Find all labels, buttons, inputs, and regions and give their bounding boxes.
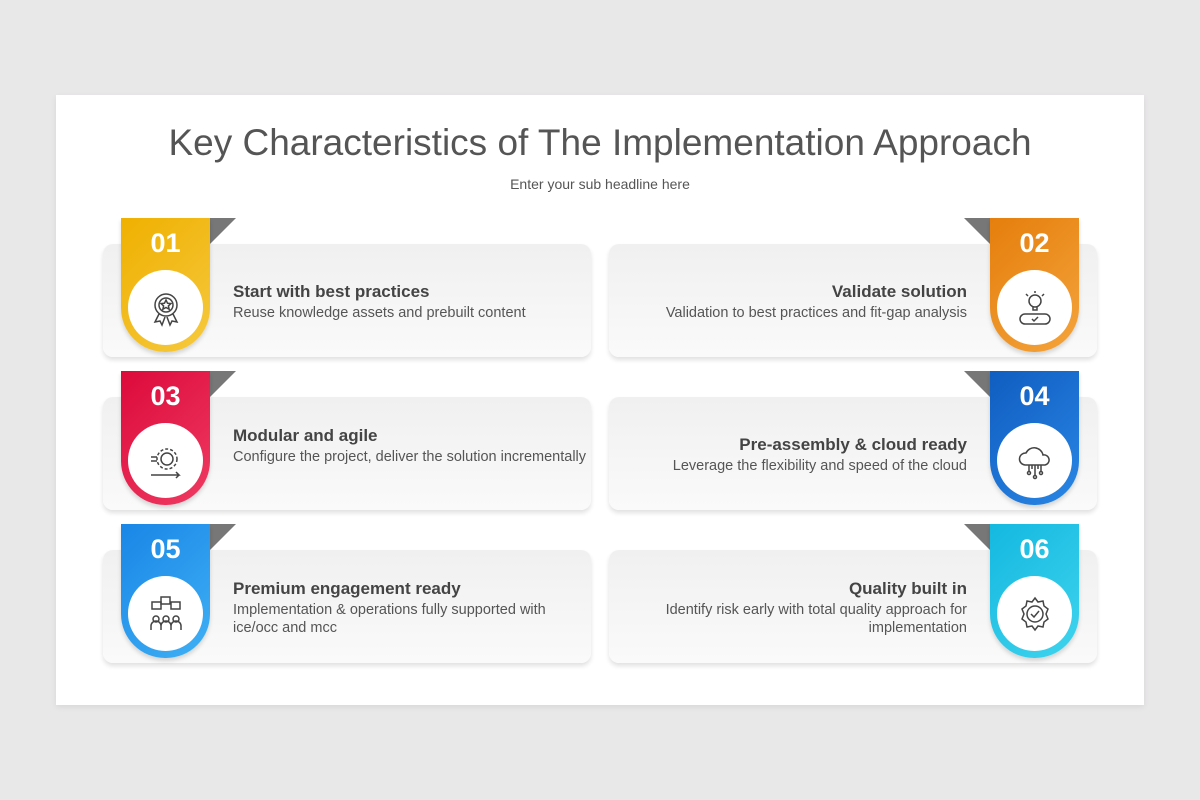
tab-fold xyxy=(210,371,236,397)
cloud-network-icon xyxy=(1018,446,1050,479)
item-description: Implementation & operations fully suppor… xyxy=(233,602,546,636)
item-description: Identify risk early with total quality a… xyxy=(665,602,967,636)
item-description: Validation to best practices and fit-gap… xyxy=(665,305,967,321)
feature-card-01: 01 Start with best practices Reuse knowl… xyxy=(103,218,591,358)
number-tab: 06 xyxy=(990,524,1079,658)
item-description: Reuse knowledge assets and prebuilt cont… xyxy=(233,305,526,321)
icon-circle xyxy=(128,576,203,651)
tab-fold xyxy=(964,218,990,244)
feature-card-06: 06 Quality built in Identify risk early … xyxy=(609,524,1097,664)
item-heading: Pre-assembly & cloud ready xyxy=(739,435,967,454)
item-heading: Quality built in xyxy=(848,579,967,598)
icon-circle xyxy=(997,270,1072,345)
gear-check-icon xyxy=(1020,596,1049,631)
card-text: Premium engagement ready Implementation … xyxy=(233,579,593,637)
card-text: Pre-assembly & cloud ready Leverage the … xyxy=(609,435,967,475)
item-number: 04 xyxy=(1019,381,1050,411)
people-chat-icon xyxy=(149,595,182,630)
item-number: 06 xyxy=(1019,534,1050,564)
item-number: 05 xyxy=(150,534,181,564)
tab-fold xyxy=(210,524,236,550)
number-tab: 01 xyxy=(121,218,210,352)
item-number: 02 xyxy=(1019,228,1050,258)
item-description: Configure the project, deliver the solut… xyxy=(233,449,587,465)
number-tab: 02 xyxy=(990,218,1079,352)
tab-fold xyxy=(964,371,990,397)
item-number: 03 xyxy=(150,381,181,411)
feature-card-02: 02 Validate solution Validation to best … xyxy=(609,218,1097,358)
card-text: Validate solution Validation to best pra… xyxy=(609,282,967,322)
icon-circle xyxy=(997,576,1072,651)
lightbulb-cloud-icon xyxy=(1018,290,1051,325)
icon-circle xyxy=(997,423,1072,498)
item-heading: Modular and agile xyxy=(233,426,378,445)
item-description: Leverage the flexibility and speed of th… xyxy=(672,458,967,474)
number-tab: 05 xyxy=(121,524,210,658)
item-number: 01 xyxy=(150,228,181,258)
item-heading: Validate solution xyxy=(831,282,967,301)
icon-circle xyxy=(128,423,203,498)
card-text: Start with best practices Reuse knowledg… xyxy=(233,282,593,322)
number-tab: 04 xyxy=(990,371,1079,505)
gear-arrow-icon xyxy=(150,447,181,479)
card-text: Modular and agile Configure the project,… xyxy=(233,426,593,466)
page-title: Key Characteristics of The Implementatio… xyxy=(168,122,1032,163)
icon-circle xyxy=(128,270,203,345)
feature-card-04: 04 Pre-assembly & cloud ready Leverage t… xyxy=(609,371,1097,511)
number-tab: 03 xyxy=(121,371,210,505)
tab-fold xyxy=(964,524,990,550)
award-badge-icon xyxy=(153,292,178,327)
page-subtitle: Enter your sub headline here xyxy=(510,176,690,192)
feature-card-05: 05 Premium engagement ready Implementati… xyxy=(103,524,591,664)
card-text: Quality built in Identify risk early wit… xyxy=(609,579,967,637)
item-heading: Premium engagement ready xyxy=(233,579,461,598)
feature-card-03: 03 Modular and agile Configure the proje… xyxy=(103,371,591,511)
item-heading: Start with best practices xyxy=(233,282,430,301)
tab-fold xyxy=(210,218,236,244)
